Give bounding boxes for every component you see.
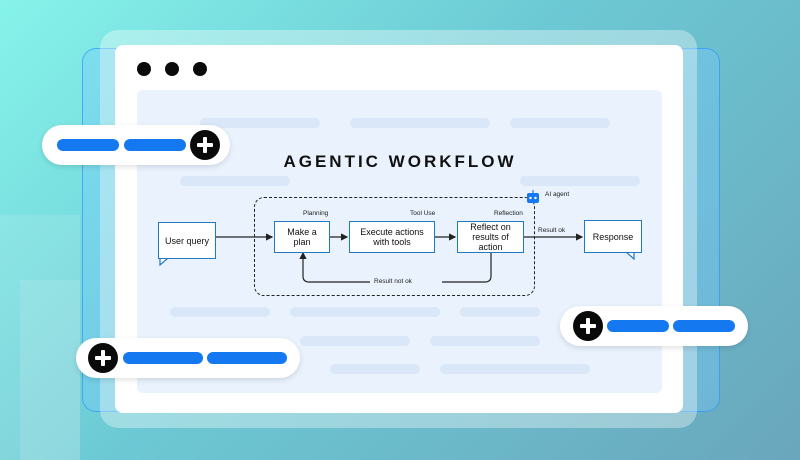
window-dot[interactable] [193, 62, 207, 76]
stage-label-tool-use: Tool Use [410, 210, 436, 217]
placeholder-line [350, 118, 490, 128]
node-execute-actions: Execute actions with tools [349, 221, 435, 253]
placeholder-line [510, 118, 610, 128]
node-reflect: Reflect on results of action [457, 221, 524, 253]
node-user-query: User query [158, 222, 216, 259]
window-dot[interactable] [137, 62, 151, 76]
node-response: Response [584, 220, 642, 253]
plus-icon[interactable] [573, 311, 603, 341]
placeholder-line [330, 364, 420, 374]
placeholder-line [460, 307, 540, 317]
placeholder-line [180, 176, 290, 186]
plus-icon[interactable] [190, 130, 220, 160]
pill-bar [124, 139, 186, 151]
speech-tail [159, 258, 169, 266]
speech-tail [624, 251, 635, 260]
stage-label-planning: Planning [303, 210, 329, 217]
plus-icon[interactable] [88, 343, 118, 373]
background-column [0, 215, 80, 460]
loop-label-background [370, 277, 442, 287]
pill-bar [673, 320, 735, 332]
robot-icon [527, 190, 539, 203]
pill-bar [57, 139, 119, 151]
placeholder-line [440, 364, 590, 374]
node-make-plan: Make a plan [274, 221, 330, 253]
placeholder-line [200, 118, 320, 128]
ai-agent-boundary [254, 197, 535, 296]
diagram-title: AGENTIC WORKFLOW [283, 152, 517, 171]
background-column [20, 280, 80, 460]
edge-label-result-not-ok: Result not ok [374, 278, 412, 285]
placeholder-line [430, 336, 540, 346]
placeholder-line [170, 307, 270, 317]
pill-bar [123, 352, 203, 364]
ai-agent-label: AI agent [545, 191, 570, 198]
stage-label-reflection: Reflection [494, 210, 523, 217]
edge-label-result-ok: Result ok [538, 227, 566, 234]
window-dot[interactable] [165, 62, 179, 76]
pill-bar [607, 320, 669, 332]
pill-bar [207, 352, 287, 364]
placeholder-line [520, 176, 640, 186]
placeholder-line [300, 336, 410, 346]
placeholder-line [290, 307, 440, 317]
